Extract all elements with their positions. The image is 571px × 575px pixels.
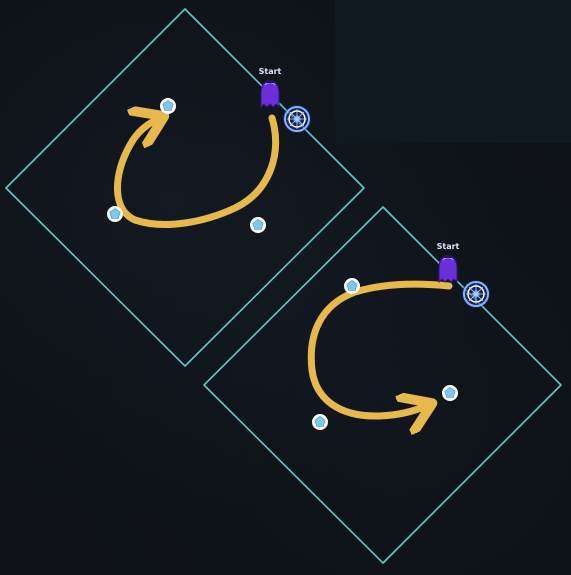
arena-boundary-2 (203, 206, 562, 564)
pentagon-marker-icon (250, 217, 266, 233)
start-label-2: Start (437, 242, 460, 251)
blue-rune-circle-icon (462, 280, 490, 308)
movement-arrow-2 (307, 280, 453, 416)
pentagon-marker-icon (107, 206, 123, 222)
arena-panel-2: Start (203, 206, 562, 564)
pentagon-marker-icon (442, 385, 458, 401)
pentagon-marker-icon (160, 98, 176, 114)
arena-boundary-1 (5, 8, 365, 367)
background-top-right-panel (335, 0, 571, 143)
pentagon-marker-icon (344, 278, 360, 294)
start-label-1: Start (259, 67, 282, 76)
purple-ghost-character-icon (260, 80, 280, 109)
purple-ghost-character-icon (438, 255, 458, 284)
arena-panel-1: Start (5, 8, 365, 367)
blue-rune-circle-icon (283, 105, 311, 133)
movement-arrow-1 (114, 118, 280, 228)
pentagon-marker-icon (312, 414, 328, 430)
